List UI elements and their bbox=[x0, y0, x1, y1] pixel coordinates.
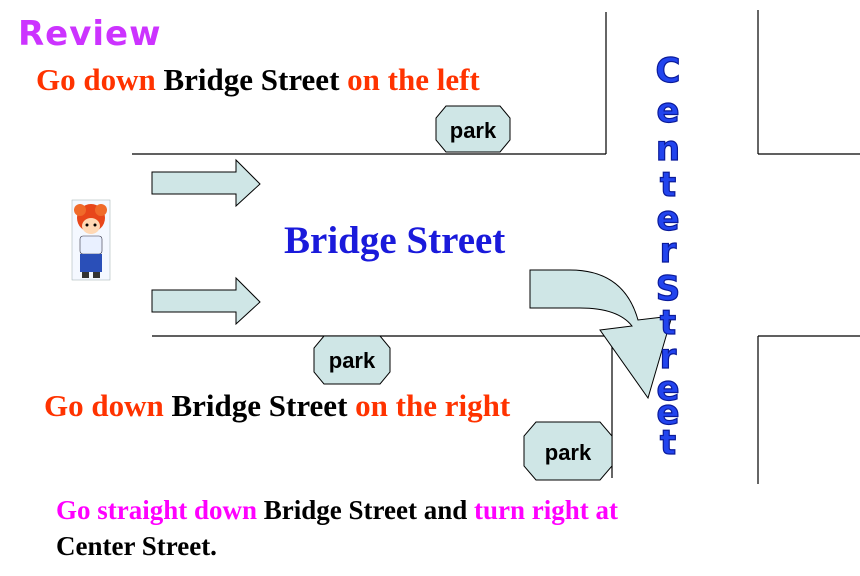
park-label: park bbox=[329, 348, 376, 373]
street-letter: r bbox=[660, 337, 677, 377]
instruction-left: Go down Bridge Street on the left bbox=[36, 62, 480, 98]
street-letter: S bbox=[656, 269, 681, 309]
instruction-turn: Go straight down Bridge Street and turn … bbox=[56, 492, 618, 564]
bridge-street-label: Bridge Street bbox=[284, 219, 506, 262]
boy-character-icon bbox=[71, 199, 111, 281]
street-letter: e bbox=[656, 369, 679, 409]
street-letter: t bbox=[660, 165, 676, 205]
right-arrow-icon bbox=[151, 276, 261, 326]
park-sign-icon: park bbox=[313, 335, 391, 385]
park-sign-icon: park bbox=[523, 421, 613, 481]
street-letter: e bbox=[656, 91, 679, 131]
instruction-side: on the left bbox=[339, 62, 480, 97]
street-letter: e bbox=[656, 393, 679, 433]
right-arrow-icon bbox=[151, 158, 261, 208]
street-letter: e bbox=[656, 199, 679, 239]
street-letter: t bbox=[660, 303, 676, 343]
center-street-label: C e n t e r S t r e e t bbox=[655, 50, 681, 463]
instruction-street: Bridge Street bbox=[171, 388, 348, 423]
instruction-turn-phrase: turn right at bbox=[474, 495, 619, 525]
instruction-destination: Center Street. bbox=[56, 531, 217, 561]
street-letter: n bbox=[656, 129, 680, 169]
turn-arrow-icon bbox=[529, 269, 673, 400]
park-label: park bbox=[545, 440, 592, 465]
instruction-verb: Go down bbox=[36, 62, 164, 97]
instruction-street: Bridge Street and bbox=[263, 495, 475, 525]
street-letter: r bbox=[660, 231, 677, 271]
street-letter: t bbox=[660, 423, 676, 463]
road-lines bbox=[132, 10, 860, 484]
instruction-verb: Go down bbox=[44, 388, 172, 423]
street-letter: C bbox=[656, 51, 681, 91]
park-label: park bbox=[450, 118, 497, 143]
instruction-right: Go down Bridge Street on the right bbox=[44, 388, 510, 424]
instruction-side: on the right bbox=[347, 388, 511, 423]
instruction-street: Bridge Street bbox=[163, 62, 340, 97]
park-sign-icon: park bbox=[435, 105, 511, 153]
page-title: Review bbox=[18, 14, 162, 54]
instruction-verb: Go straight down bbox=[56, 495, 264, 525]
